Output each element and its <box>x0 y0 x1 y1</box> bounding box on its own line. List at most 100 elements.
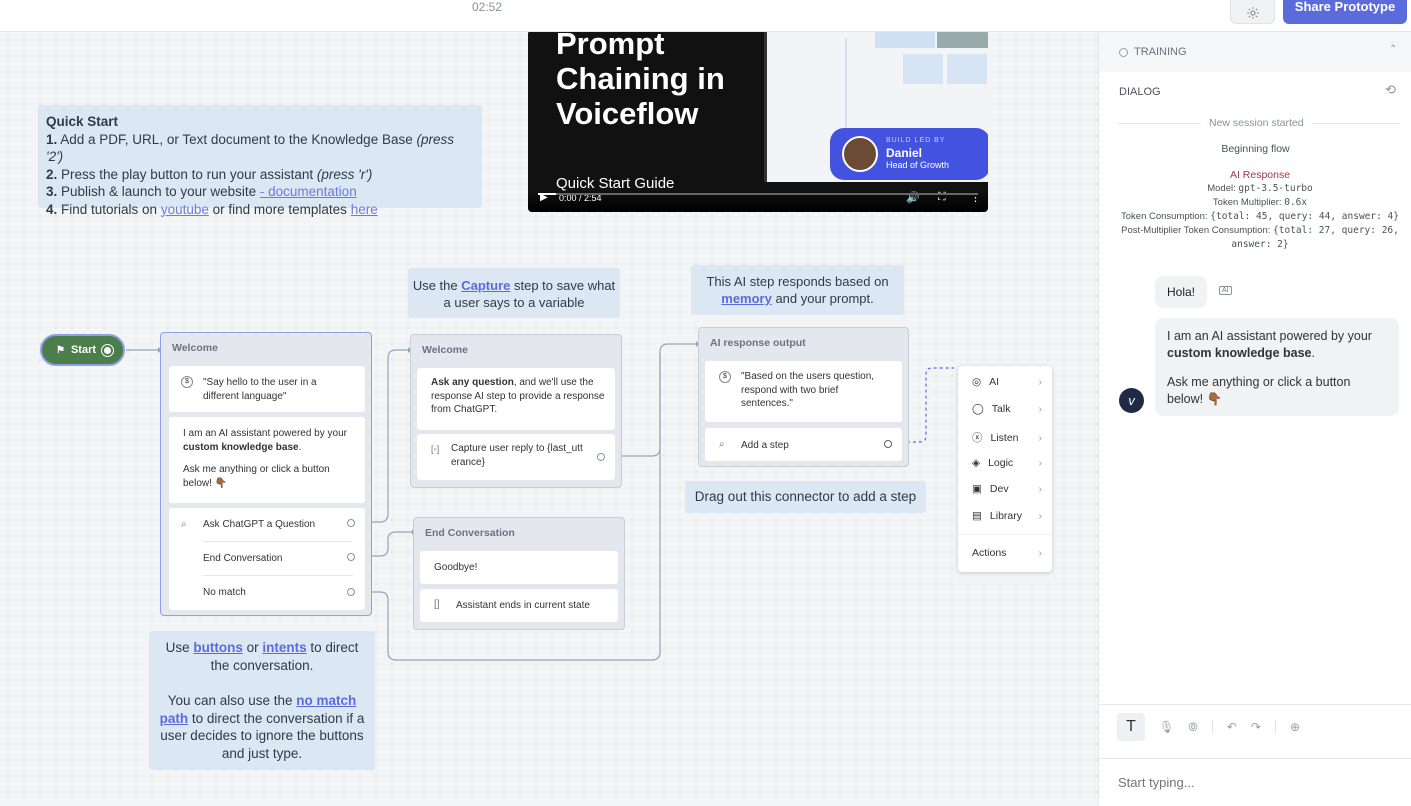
start-node[interactable]: ⚑ Start <box>40 334 125 366</box>
fullscreen-icon[interactable]: ⛶ <box>938 191 946 203</box>
intents-link[interactable]: intents <box>262 640 307 655</box>
prototype-panel: TRAINING ⌃ DIALOG ⟲ New session started … <box>1098 32 1411 806</box>
tutorial-video[interactable]: Prompt Chaining in Voiceflow Quick Start… <box>528 32 988 212</box>
share-prototype-button[interactable]: Share Prototype <box>1283 0 1407 24</box>
text-mode-icon[interactable]: T <box>1117 713 1145 741</box>
consumption-line: Token Consumption: {total: 45, query: 44… <box>1121 211 1399 222</box>
documentation-link[interactable]: - documentation <box>259 184 357 199</box>
button-end-conversation[interactable]: End Conversation <box>203 550 353 576</box>
capture-port[interactable] <box>597 453 605 461</box>
play-icon[interactable]: ▶ <box>540 192 548 203</box>
buttons-intents-note: Use buttons or intents to direct the con… <box>149 631 375 770</box>
ai-response-debug: AI Response Model: gpt-3.5-turbo Token M… <box>1115 168 1405 252</box>
block-title: AI response output <box>710 337 806 349</box>
capture-link[interactable]: Capture <box>461 278 511 293</box>
volume-icon[interactable]: 🔊 <box>906 192 920 204</box>
dialog-section: DIALOG ⟲ New session started Beginning f… <box>1099 72 1411 704</box>
start-port[interactable] <box>102 344 114 356</box>
video-controls: ▶ 0:00 / 2:54 🔊 ⛶ ⋮ <box>528 190 988 212</box>
no-match-path-link[interactable]: no match path <box>159 693 357 726</box>
training-label: TRAINING <box>1134 46 1187 58</box>
button-no-match[interactable]: No match <box>203 587 246 598</box>
menu-item-talk[interactable]: ◯Talk› <box>972 403 1042 415</box>
add-step-icon: ⌕ <box>719 439 725 450</box>
youtube-link[interactable]: youtube <box>160 201 209 217</box>
text-step[interactable]: Ask any question, and we'll use the resp… <box>417 368 615 430</box>
buttons-step[interactable]: ⌕ Ask ChatGPT a Question End Conversatio… <box>169 508 365 610</box>
redo-icon[interactable]: ↷ <box>1250 720 1261 734</box>
badge-name: Daniel <box>886 146 923 160</box>
add-step-port[interactable] <box>884 440 892 448</box>
chevron-right-icon: › <box>1038 431 1043 444</box>
microphone-icon[interactable]: 🎙 <box>1159 720 1175 734</box>
video-time: 0:00 / 2:54 <box>559 193 602 203</box>
memory-link[interactable]: memory <box>721 291 772 306</box>
training-status-icon <box>1119 47 1128 57</box>
button-port[interactable] <box>347 588 355 596</box>
ai-response-block[interactable]: AI response output $ "Based on the users… <box>698 327 909 467</box>
block-title: Welcome <box>172 342 218 354</box>
text-step[interactable]: I am an AI assistant powered by your cus… <box>169 417 365 503</box>
exit-icon: [] <box>434 599 440 610</box>
menu-item-actions[interactable]: Actions› <box>972 547 1042 559</box>
session-timer: 02:52 <box>472 0 503 14</box>
speak-icon: $ <box>181 376 193 388</box>
training-section[interactable]: TRAINING ⌃ <box>1099 32 1411 72</box>
presenter-badge: BUILD LED BY Daniel Head of Growth <box>830 128 988 180</box>
chevron-right-icon: › <box>1038 403 1043 415</box>
menu-item-dev[interactable]: ▣Dev› <box>972 483 1042 495</box>
beginning-flow-label: Beginning flow <box>1221 143 1290 155</box>
quick-start-line-4: 4. Find tutorials on youtube or find mor… <box>46 201 378 217</box>
video-title-line-2: Chaining in <box>556 61 725 96</box>
chevron-right-icon: › <box>1038 457 1043 469</box>
button-port[interactable] <box>347 553 355 561</box>
ai-prompt-step[interactable]: $ "Based on the users question, respond … <box>705 361 902 422</box>
capture-step[interactable]: [◦] Capture user reply to {last_utteranc… <box>417 434 615 480</box>
buttons-link[interactable]: buttons <box>193 640 243 655</box>
settings-button[interactable] <box>1230 0 1275 24</box>
chevron-right-icon: › <box>1038 547 1043 559</box>
listen-icon: ⓧ <box>972 432 983 444</box>
quick-start-note: Quick Start 1. Add a PDF, URL, or Text d… <box>38 105 482 217</box>
quick-start-line-3: 3. Publish & launch to your website - do… <box>46 184 357 199</box>
video-progress-bar[interactable] <box>538 193 978 195</box>
welcome-block[interactable]: Welcome $ "Say hello to the user in a di… <box>160 332 372 616</box>
top-bar: 02:52 Share Prototype <box>0 0 1411 32</box>
ai-badge-icon: AI <box>1219 286 1232 295</box>
menu-item-logic[interactable]: ◈Logic› <box>972 457 1042 469</box>
undo-icon[interactable]: ↶ <box>1226 720 1237 734</box>
add-step[interactable]: ⌕ Add a step <box>705 428 902 461</box>
capture-note: Use the Capture step to save what a user… <box>408 268 620 318</box>
chevron-right-icon: › <box>1038 376 1043 388</box>
reset-icon[interactable]: ⟲ <box>1385 82 1396 97</box>
chat-input[interactable] <box>1099 758 1411 806</box>
menu-item-ai[interactable]: ◎AI› <box>972 376 1042 388</box>
toolbar-divider <box>1274 720 1276 734</box>
save-icon[interactable]: ⊕ <box>1289 720 1301 734</box>
speak-step[interactable]: $ "Say hello to the user in a different … <box>169 366 365 412</box>
presenter-avatar <box>842 136 878 172</box>
session-started-label: New session started <box>1201 117 1312 129</box>
goodbye-step[interactable]: Goodbye! <box>420 551 618 584</box>
capture-icon: [◦] <box>431 444 440 454</box>
buttons-icon: ⌕ <box>181 519 187 530</box>
quick-start-line-1: 1. Add a PDF, URL, or Text document to t… <box>46 131 454 165</box>
exit-step[interactable]: [] Assistant ends in current state <box>420 589 618 622</box>
chevron-right-icon: › <box>1038 510 1043 522</box>
templates-link[interactable]: here <box>350 201 378 217</box>
drag-connector-note: Drag out this connector to add a step <box>685 481 926 513</box>
menu-item-library[interactable]: ▤Library› <box>972 510 1042 522</box>
button-ask-chatgpt[interactable]: Ask ChatGPT a Question <box>203 516 353 542</box>
capture-block[interactable]: Welcome Ask any question, and we'll use … <box>410 334 622 488</box>
button-port[interactable] <box>347 519 355 527</box>
more-options-icon[interactable]: ⋮ <box>970 192 981 204</box>
flow-canvas[interactable]: Quick Start 1. Add a PDF, URL, or Text d… <box>0 32 1098 805</box>
badge-caption: BUILD LED BY <box>886 137 946 144</box>
chevron-up-icon[interactable]: ⌃ <box>1389 44 1398 55</box>
voice-icon[interactable]: ⦾ <box>1188 719 1198 734</box>
flag-icon: ⚑ <box>56 344 65 356</box>
end-conversation-block[interactable]: End Conversation Goodbye! [] Assistant e… <box>413 517 625 630</box>
logic-icon: ◈ <box>972 457 981 469</box>
